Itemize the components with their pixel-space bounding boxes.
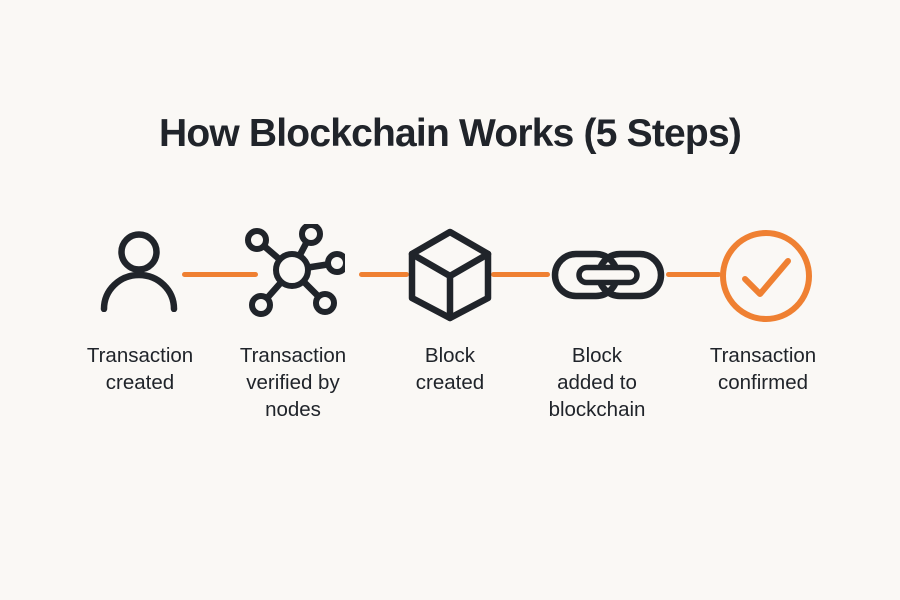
connector-line-3: [491, 272, 550, 277]
connector-line-1: [182, 272, 258, 277]
step-label-3: Block created: [415, 344, 485, 394]
chain-link-icon: [551, 250, 665, 300]
check-circle-icon: [718, 228, 814, 324]
connector-line-2: [359, 272, 409, 277]
person-icon: [97, 228, 183, 312]
step-label-5: Transaction confirmed: [709, 344, 817, 394]
page-title: How Blockchain Works (5 Steps): [158, 112, 742, 155]
step-label-1: Transaction created: [86, 344, 194, 394]
step-label-4: Block added to blockchain: [548, 344, 646, 421]
network-nodes-icon: [245, 224, 345, 318]
step-label-2: Transaction verified by nodes: [239, 344, 347, 421]
cube-icon: [408, 228, 492, 322]
connector-line-4: [666, 272, 721, 277]
